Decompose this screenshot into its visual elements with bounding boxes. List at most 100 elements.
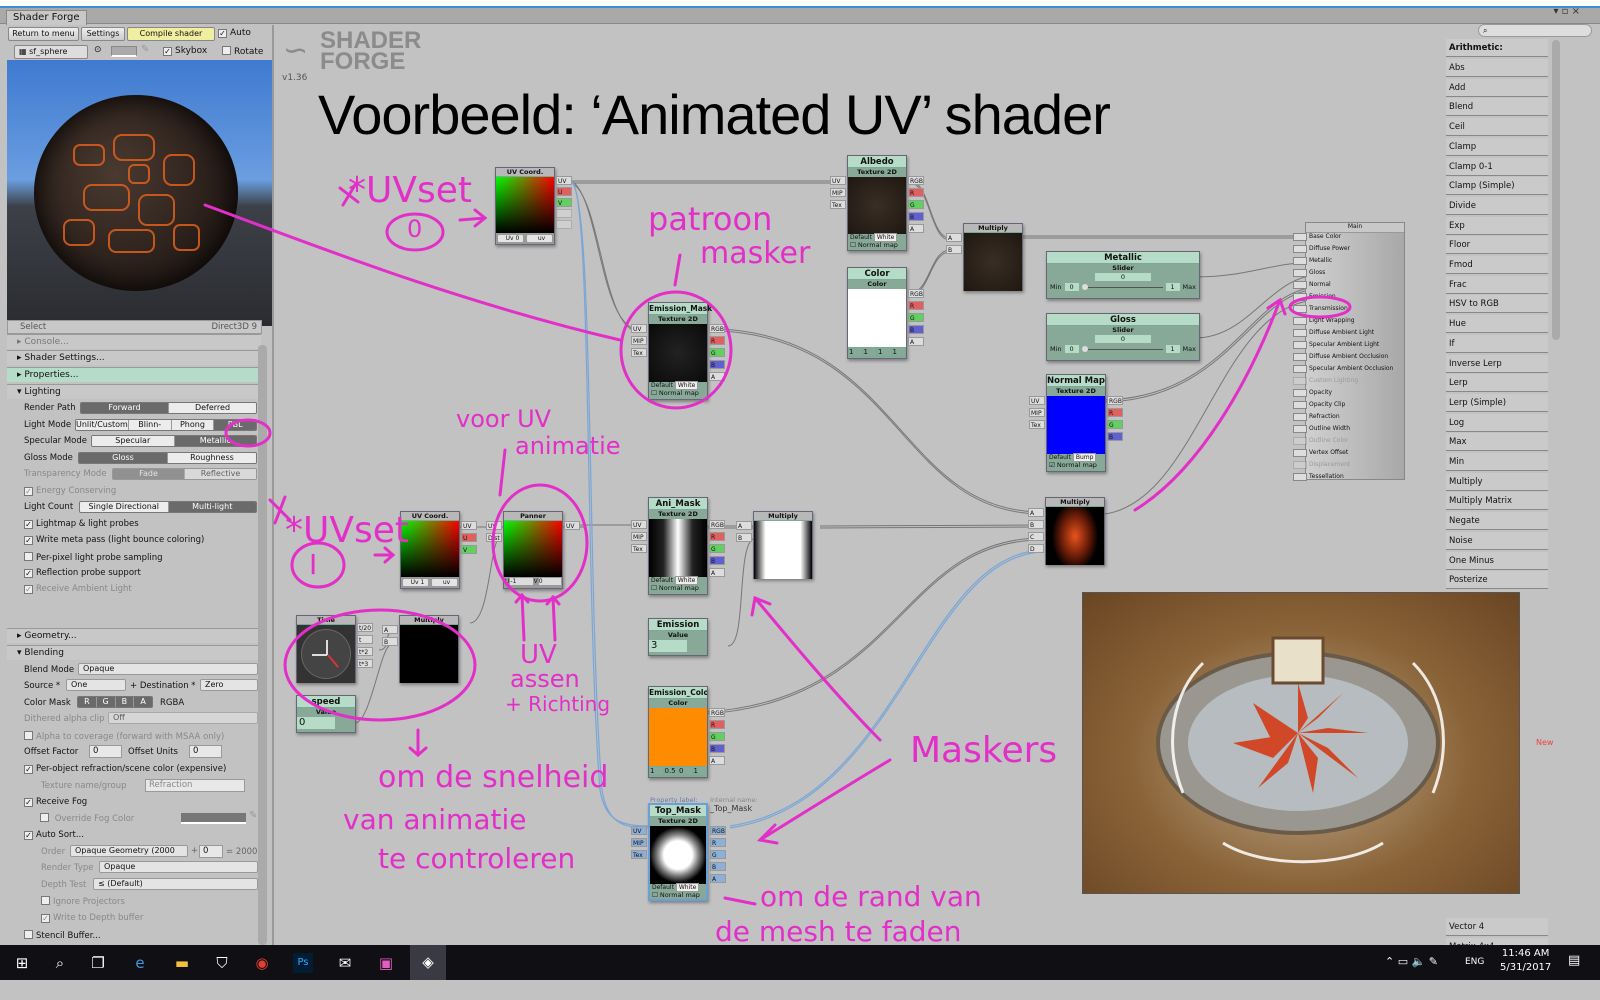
preview-sphere[interactable] — [34, 95, 238, 291]
speed-input[interactable]: 0 — [297, 717, 335, 729]
order-select[interactable]: Opaque Geometry (2000 — [70, 845, 188, 857]
depth-test-select[interactable]: ≤ (Default) — [93, 878, 258, 890]
port-a-in[interactable]: A — [382, 625, 398, 634]
port-t-out[interactable]: t — [357, 635, 373, 644]
tab-shader-forge[interactable]: Shader Forge — [6, 10, 87, 25]
node-multiply-time[interactable]: Multiply — [399, 615, 459, 683]
input-diffuse-ambient-occlusion[interactable]: Diffuse Ambient Occlusion — [1293, 353, 1388, 361]
port-a-out[interactable]: A — [709, 372, 725, 381]
node-emission-mask[interactable]: Emission_Mask Texture 2D Default White ☐… — [648, 302, 712, 400]
node-item-if[interactable]: If — [1446, 334, 1548, 353]
normal-map-checkbox[interactable]: ☐ Normal map — [651, 389, 699, 397]
default-select[interactable]: White — [674, 576, 699, 585]
auto-sort-checkbox[interactable]: ✓Auto Sort... — [24, 830, 84, 840]
stencil-buffer-checkbox[interactable]: Stencil Buffer... — [24, 930, 101, 941]
port-rgb-out[interactable]: RGB — [1107, 396, 1123, 405]
language-indicator[interactable]: ENG — [1465, 957, 1485, 967]
section-lighting[interactable]: ▾ Lighting — [7, 384, 261, 399]
port-u-out[interactable]: U — [461, 533, 477, 542]
chrome-icon[interactable]: ◉ — [255, 954, 269, 972]
mask-b[interactable]: B — [115, 697, 135, 707]
port-g-out[interactable]: G — [908, 313, 924, 322]
pbl-option[interactable]: PBL — [214, 420, 256, 430]
node-multiply-final[interactable]: Multiply — [1045, 497, 1105, 565]
eyedropper-icon[interactable]: ✎ — [249, 810, 258, 821]
mask-a[interactable]: A — [134, 697, 152, 707]
port-b-in[interactable]: B — [736, 533, 752, 542]
input-gloss[interactable]: Gloss — [1293, 269, 1325, 277]
node-item-multiply[interactable]: Multiply — [1446, 472, 1548, 491]
port-rgb-out[interactable]: RGB — [709, 520, 725, 529]
source-select[interactable]: One — [66, 679, 126, 691]
select-label[interactable]: Select — [20, 322, 47, 332]
port-tex-in[interactable]: Tex — [631, 348, 647, 357]
port-rgb-out[interactable]: RGB — [709, 708, 725, 717]
port-rgb-out[interactable]: RGB — [710, 826, 726, 835]
node-item-multiply-matrix[interactable]: Multiply Matrix — [1446, 492, 1548, 511]
input-emission[interactable]: Emission — [1293, 293, 1336, 301]
store-icon[interactable]: ⛉ — [216, 954, 228, 972]
reflection-probe-checkbox[interactable]: ✓Reflection probe support — [24, 568, 141, 578]
input-transmission[interactable]: Transmission — [1293, 305, 1348, 313]
port-r-out[interactable]: R — [709, 532, 725, 541]
target-icon[interactable]: ⊙ — [94, 45, 102, 55]
port-g-out[interactable]: G — [709, 544, 725, 553]
input-outline-width[interactable]: Outline Width — [1293, 425, 1350, 433]
color-swatch[interactable] — [111, 46, 137, 57]
normal-map-checkbox[interactable]: ☑ Normal map — [1049, 461, 1097, 469]
node-item-add[interactable]: Add — [1446, 78, 1548, 97]
color-a-field[interactable]: 1 — [891, 347, 906, 357]
port-g-out[interactable]: G — [709, 732, 725, 741]
deferred-option[interactable]: Deferred — [169, 403, 256, 413]
gloss-option[interactable]: Gloss — [79, 453, 168, 463]
input-specular-ambient-occlusion[interactable]: Specular Ambient Occlusion — [1293, 365, 1393, 373]
port-u-out[interactable]: U — [556, 187, 572, 196]
node-list-scrollbar[interactable] — [1552, 40, 1560, 340]
port-c-in[interactable]: C — [1028, 532, 1044, 541]
port-v-out[interactable]: V — [556, 198, 572, 207]
port-dist-in[interactable]: Dist — [486, 533, 502, 542]
port-r-out[interactable]: R — [710, 838, 726, 847]
color-b-field[interactable]: 1 — [877, 347, 892, 357]
refraction-checkbox[interactable]: ✓Per-object refraction/scene color (expe… — [24, 764, 226, 774]
unlit-option[interactable]: Unlit/Custom — [76, 420, 129, 430]
input-opacity-clip[interactable]: Opacity Clip — [1293, 401, 1345, 409]
eyedropper-icon[interactable]: ✎ — [141, 44, 150, 55]
slider-thumb[interactable] — [1081, 345, 1088, 352]
input-specular-ambient-light[interactable]: Specular Ambient Light — [1293, 341, 1379, 349]
node-item-inverse-lerp[interactable]: Inverse Lerp — [1446, 354, 1548, 373]
port-uv-in[interactable]: UV — [1029, 396, 1045, 405]
notification-icon[interactable]: ▤ — [1568, 953, 1581, 968]
normal-map-checkbox[interactable]: ☐ Normal map — [651, 584, 699, 592]
node-item-one-minus[interactable]: One Minus — [1446, 551, 1548, 570]
node-emission-value[interactable]: Emission Value 3 — [648, 618, 708, 656]
node-item-hsv-to-rgb[interactable]: HSV to RGB — [1446, 295, 1548, 314]
port-tex-in[interactable]: Tex — [631, 850, 647, 859]
port-a-in[interactable]: A — [946, 233, 962, 242]
node-item-ceil[interactable]: Ceil — [1446, 118, 1548, 137]
port-a-in[interactable]: A — [1028, 508, 1044, 517]
uv-channel-select[interactable]: Uv 1 — [402, 578, 429, 587]
port-g-out[interactable]: G — [710, 850, 726, 859]
mail-icon[interactable]: ✉ — [338, 954, 352, 972]
port-tex-in[interactable]: Tex — [631, 544, 647, 553]
port-b-in[interactable]: B — [946, 245, 962, 254]
default-select[interactable]: White — [675, 883, 700, 892]
color-g-field[interactable]: 0.5 — [663, 766, 678, 776]
compile-shader-button[interactable]: Compile shader — [127, 27, 215, 41]
port-tex-in[interactable]: Tex — [830, 200, 846, 209]
task-view-icon[interactable]: ❐ — [91, 954, 105, 972]
section-console[interactable]: ▸ Console... — [7, 334, 261, 349]
min-field[interactable]: 0 — [1064, 283, 1079, 291]
node-item-divide[interactable]: Divide — [1446, 196, 1548, 215]
uv-type-select[interactable]: uv — [431, 578, 458, 587]
color-r-field[interactable]: 1 — [649, 766, 664, 776]
uv-channel-select[interactable]: Uv 0 — [497, 234, 524, 243]
gloss-value[interactable]: 0 — [1095, 335, 1151, 343]
node-time[interactable]: Time — [296, 615, 356, 683]
mask-r[interactable]: R — [78, 697, 97, 707]
